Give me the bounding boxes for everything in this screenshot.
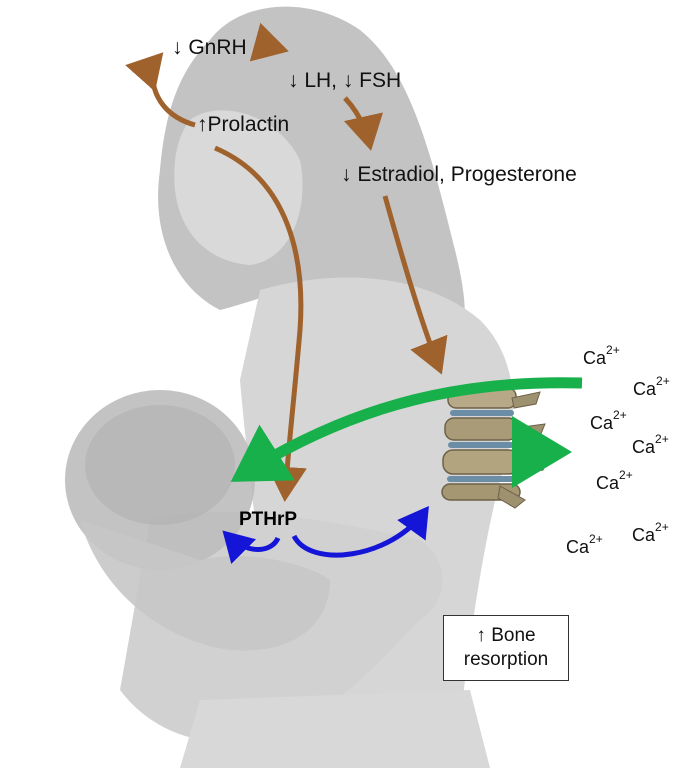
arrow-pthrp-to-bone [291, 505, 429, 558]
bone-resorption-line2: resorption [463, 649, 549, 670]
bone-resorption-line1: ↑ Bone [476, 625, 536, 647]
bone-resorption-box: ↑ Bone resorption [443, 615, 569, 681]
arrow-calcium-to-baby [230, 377, 583, 482]
arrow-pthrp-to-breast [222, 530, 281, 565]
calcium-ion: Ca2+ [596, 468, 633, 493]
baby-illustration [65, 390, 330, 651]
label-estradiol-progesterone: ↓ Estradiol, Progesterone [341, 163, 577, 186]
label-prolactin: ↑Prolactin [197, 113, 290, 136]
calcium-ion: Ca2+ [590, 408, 627, 433]
calcium-ion: Ca2+ [566, 532, 603, 557]
arrow-prolactin-to-gnrh [125, 52, 196, 128]
calcium-ion: Ca2+ [632, 432, 669, 457]
label-gnrh: ↓ GnRH [172, 36, 247, 59]
arrow-gnrh-to-lh-fsh [249, 22, 289, 62]
vertebrae-illustration [441, 387, 549, 509]
arrow-lh-fsh-to-estradiol [343, 96, 384, 151]
label-lh-fsh: ↓ LH, ↓ FSH [288, 69, 402, 92]
calcium-ion: Ca2+ [633, 374, 670, 399]
calcium-ion: Ca2+ [583, 343, 620, 368]
label-pthrp: PTHrP [239, 509, 298, 530]
arrow-estradiol-to-bone [382, 195, 448, 375]
calcium-ion: Ca2+ [632, 520, 669, 545]
